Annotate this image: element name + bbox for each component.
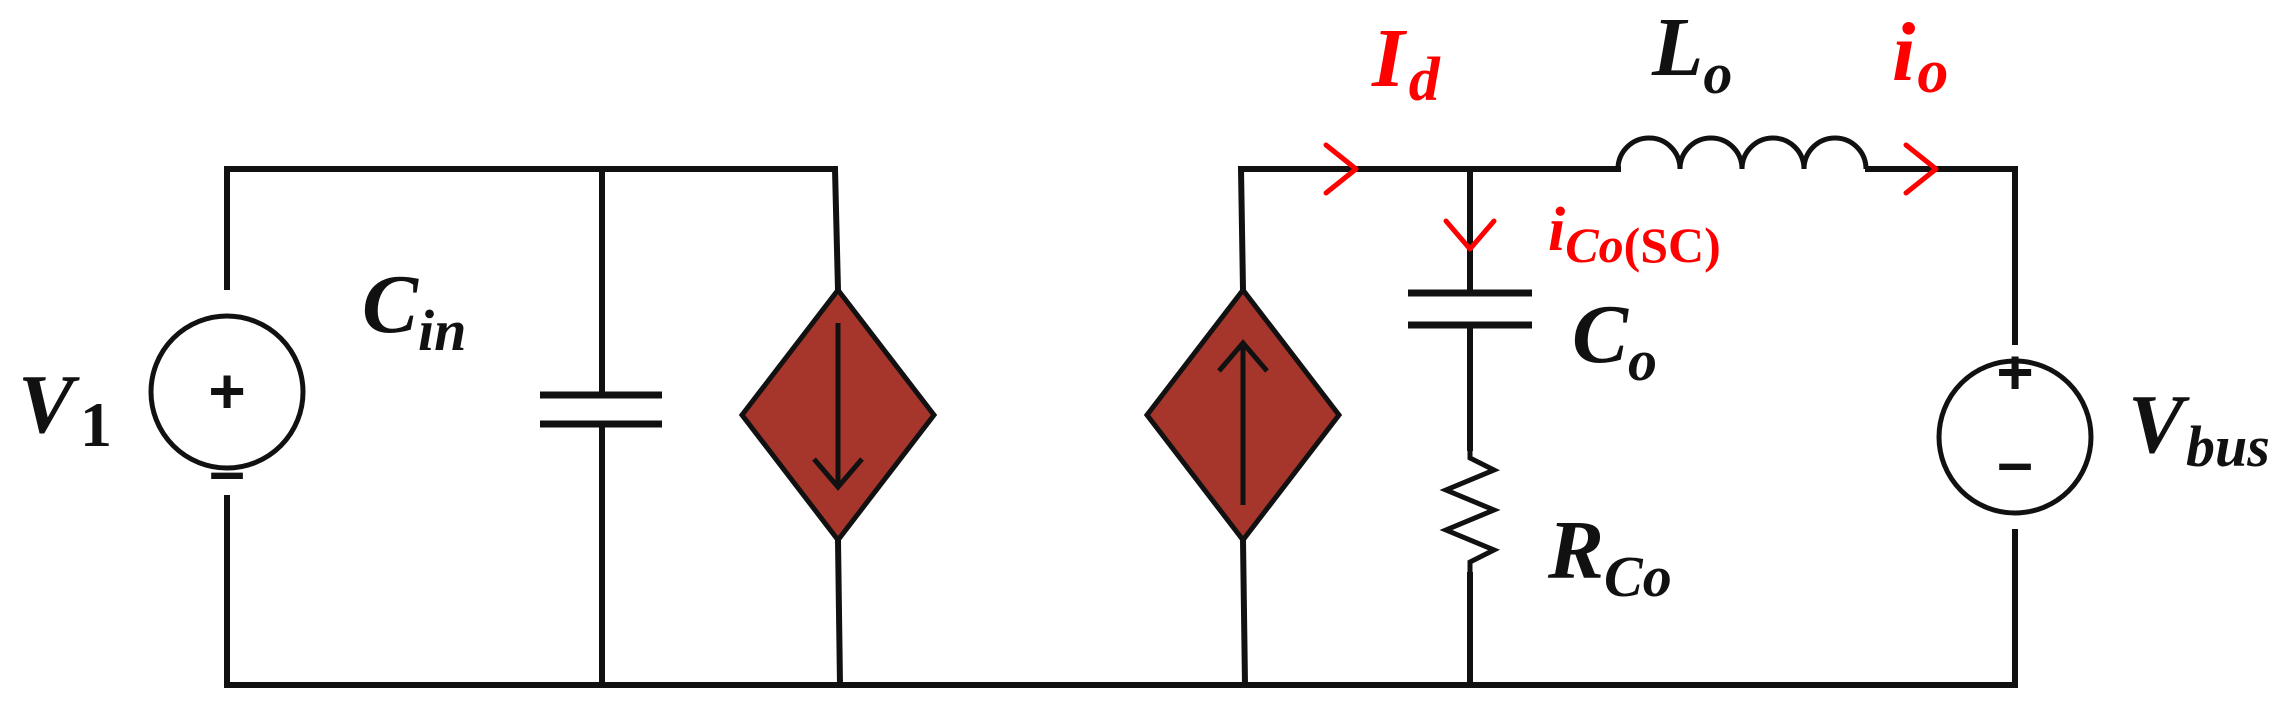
label-rco: RCo [1547,504,1672,609]
wire-src2-top [1237,166,1621,294]
rco-resistor [1439,448,1501,575]
lo-inductor [1615,135,1869,170]
v1-circle [148,313,306,471]
label-ico-sub-sc: (SC) [1624,217,1721,273]
dependent-source-down [738,285,938,545]
label-io: io [1892,6,1948,106]
label-rco-sub: Co [1604,544,1672,609]
label-ico-sub: Co [1565,217,1623,273]
label-co: Co [1572,288,1657,393]
vbus-circle [1936,358,2094,516]
label-lo: Lo [1651,1,1732,106]
label-cin-sub: in [418,298,466,363]
current-arrows [1323,142,1939,252]
vbus-minus-sign: – [1997,426,2033,498]
label-id: Id [1371,12,1441,114]
vbus-plus-sign: + [1996,336,2033,408]
wire-left-top [224,166,842,294]
ico-arrow-icon [1443,218,1497,252]
v1-plus-sign: + [208,355,245,427]
label-id-main: I [1371,12,1408,105]
arrow-down-icon [812,457,864,491]
vbus-voltage-source: + – [1936,336,2094,516]
label-v1: V1 [18,358,112,460]
label-co-main: C [1572,288,1629,381]
arrow-up-icon [1217,339,1269,373]
label-vbus-main: V [2128,378,2190,471]
wire-right-top [1865,166,2018,345]
v1-voltage-source: + – [148,313,306,507]
id-arrow-icon [1323,142,1359,196]
label-lo-main: L [1651,1,1703,94]
dependent-source-up [1143,285,1343,545]
wires [224,166,2018,689]
label-id-sub: d [1409,46,1441,114]
label-cin-main: C [362,258,419,351]
label-rco-main: R [1547,504,1604,597]
label-vbus: Vbus [2128,378,2270,479]
label-ico: iCo(SC) [1548,196,1721,273]
label-cin: Cin [362,258,466,363]
v1-minus-sign: – [209,435,245,507]
label-io-sub: o [1917,38,1948,106]
label-v1-sub: 1 [80,389,112,460]
label-v1-main: V [18,358,80,451]
label-co-sub: o [1628,328,1657,393]
io-arrow-icon [1903,142,1939,196]
label-lo-sub: o [1703,41,1732,106]
co-capacitor [1408,289,1532,329]
wire-src2-bottom [1239,536,1249,689]
label-ico-main: i [1548,196,1565,264]
wire-src1-bottom [834,536,844,689]
cin-capacitor [540,391,662,428]
label-io-main: i [1892,6,1915,99]
label-vbus-sub: bus [2186,414,2270,479]
